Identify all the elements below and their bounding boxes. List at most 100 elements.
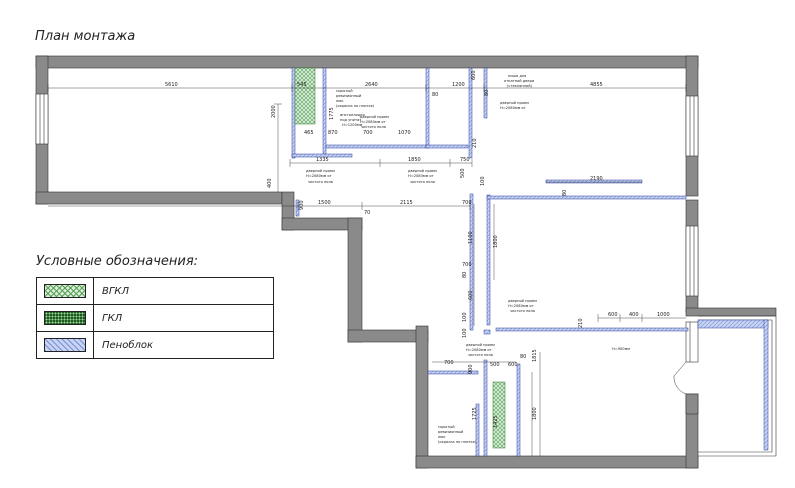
note-door-b2: H=2080мм от — [500, 106, 526, 110]
dim-700a: 700 — [363, 130, 373, 136]
dim-700b: 700 — [462, 200, 472, 206]
dim-1815: 1815 — [532, 349, 538, 362]
dim-210b: 210 — [578, 318, 584, 328]
legend-swatch-cell — [37, 332, 94, 358]
legend-label-gkl: ГКЛ — [102, 312, 123, 324]
dim-4855: 4855 — [590, 82, 603, 88]
dim-1335: 1335 — [316, 157, 329, 163]
note-hatch-b4: (окраска по плитке) — [438, 440, 477, 444]
note-door-b1: дверной проем — [500, 101, 529, 105]
note-hatch-3: люк — [336, 99, 344, 103]
note-door-d3: чистого пола — [410, 180, 435, 184]
dim-2640: 2640 — [365, 82, 378, 88]
note-install-3: H=1200мм — [342, 123, 363, 127]
dim-80c: 80 — [562, 190, 568, 196]
gkl-swatch — [44, 311, 86, 325]
page-title: План монтажа — [35, 29, 136, 44]
dim-870: 870 — [328, 130, 338, 136]
dim-100a: 100 — [480, 176, 486, 186]
legend-row-gkl: ГКЛ — [37, 305, 273, 332]
dim-1070: 1070 — [398, 130, 411, 136]
dim-80b: 80 — [484, 90, 490, 96]
note-door-e1: дверной проем — [508, 299, 537, 303]
legend-row-vgkl: ВГКЛ — [37, 278, 273, 305]
dim-500a: 500 — [460, 168, 466, 178]
note-door-c3: чистого пола — [308, 180, 333, 184]
note-window: Н=900мм — [612, 347, 630, 351]
balcony-foam — [697, 319, 769, 329]
note-hatch-b1: скрытый — [438, 425, 455, 429]
dim-1425: 1425 — [493, 415, 499, 428]
balcony-foam-side — [763, 319, 769, 451]
dim-2000: 2000 — [271, 105, 277, 118]
note-door-e2: H=2080мм от — [508, 304, 534, 308]
dim-545: 545 — [297, 82, 307, 88]
dim-1100: 1100 — [468, 231, 474, 244]
inner-wall-stub — [685, 393, 699, 415]
dimension-texts: 5610 545 2640 1200 4855 80 600 80 2000 1… — [165, 70, 670, 428]
dim-70: 70 — [364, 210, 370, 216]
dim-600b: 600 — [608, 312, 618, 318]
dim-80d: 80 — [462, 272, 468, 278]
note-door-f1: дверной проем — [466, 343, 495, 347]
note-hatch-4: (окраска по плитке) — [336, 104, 375, 108]
note-niche-3: (стеклянной) — [507, 84, 533, 88]
annotations: скрытый ревизионный люк (окраска по плит… — [306, 74, 630, 444]
dim-1725: 1725 — [472, 407, 478, 420]
dim-1775: 1775 — [329, 107, 335, 120]
dim-2115: 2115 — [400, 200, 413, 206]
foam-swatch — [44, 338, 86, 352]
note-door-a2: H=2080мм от — [360, 120, 386, 124]
legend-label-vgkl: ВГКЛ — [102, 285, 130, 297]
dim-100b: 100 — [462, 312, 468, 322]
note-door-e3: чистого пола — [510, 309, 535, 313]
dim-600a: 600 — [471, 70, 477, 80]
dim-1200: 1200 — [452, 82, 465, 88]
dim-750: 750 — [460, 157, 470, 163]
note-install-1: инсталляция — [340, 113, 365, 117]
dim-80a: 80 — [432, 92, 438, 98]
dim-600b-v: 600 — [468, 290, 474, 300]
dim-5610: 5610 — [165, 82, 178, 88]
vgkl-shaft — [294, 67, 316, 125]
dim-210: 210 — [472, 138, 478, 148]
dim-100c: 100 — [462, 328, 468, 338]
note-door-c2: H=2080мм от — [306, 174, 332, 178]
dimension-lines — [47, 84, 687, 456]
dim-1850: 1850 — [408, 157, 421, 163]
note-door-f3: чистого пола — [468, 353, 493, 357]
note-door-d1: дверной проем — [408, 169, 437, 173]
note-hatch-2: ревизионный — [336, 94, 362, 98]
dim-80e: 80 — [520, 354, 526, 360]
dim-1800b: 1800 — [532, 407, 538, 420]
dim-1000: 1000 — [657, 312, 670, 318]
dim-500b: 500 — [490, 362, 500, 368]
dim-600c: 600 — [508, 362, 518, 368]
windows — [35, 93, 699, 363]
balcony-door-swing — [673, 361, 687, 395]
legend-label-foam: Пеноблок — [102, 339, 154, 351]
note-hatch-b3: люк — [438, 435, 446, 439]
note-door-a1: дверной проем — [360, 115, 389, 119]
dim-465: 465 — [304, 130, 314, 136]
partitions — [291, 67, 689, 457]
dim-1500: 1500 — [318, 200, 331, 206]
dim-900: 900 — [299, 200, 305, 210]
dim-700d: 700 — [444, 360, 454, 366]
note-door-a3: чистого пола — [361, 125, 386, 129]
note-niche-2: откатной двери — [504, 79, 535, 83]
outer-walls — [35, 55, 777, 469]
note-hatch-1: скрытый — [336, 89, 353, 93]
legend-row-foam: Пеноблок — [37, 332, 273, 358]
note-door-c1: дверной проем — [306, 169, 335, 173]
note-install-2: под унитаз — [340, 118, 361, 122]
vgkl-shaft-2 — [492, 381, 506, 449]
dim-2190: 2190 — [590, 176, 603, 182]
dim-400b: 400 — [629, 312, 639, 318]
legend-swatch-cell — [37, 305, 94, 331]
legend-swatch-cell — [37, 278, 94, 304]
dim-900b: 900 — [468, 364, 474, 374]
note-hatch-b2: ревизионный — [438, 430, 464, 434]
dim-1800: 1800 — [493, 235, 499, 248]
